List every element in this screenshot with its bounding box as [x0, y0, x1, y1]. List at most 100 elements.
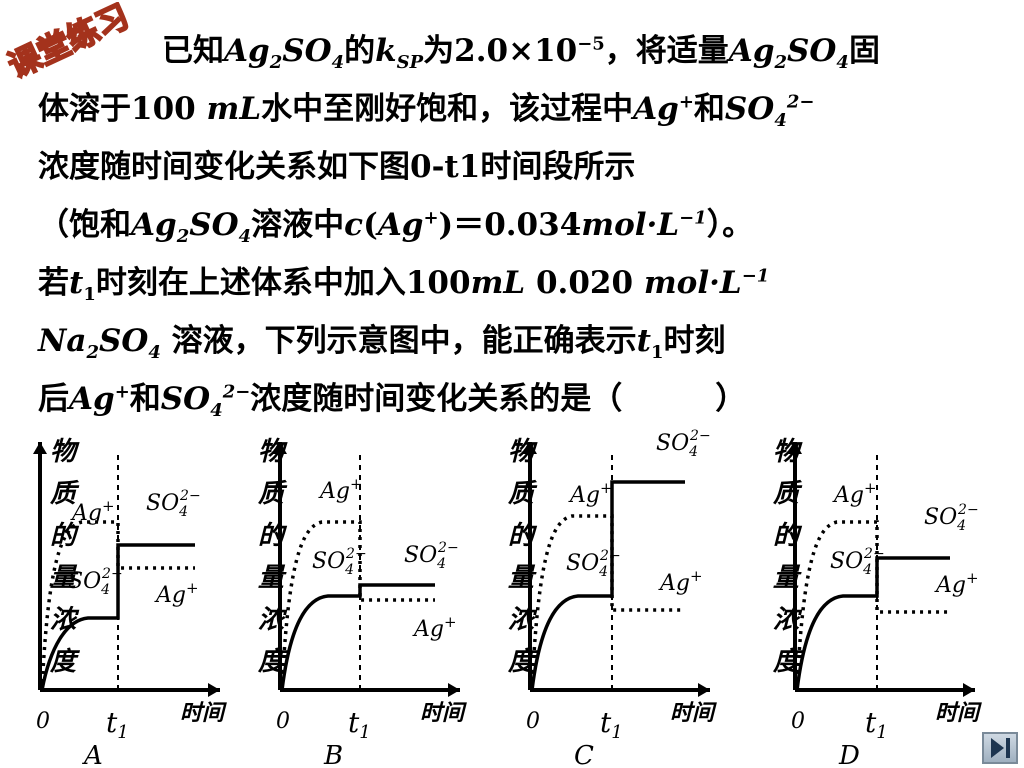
text: 若 — [38, 265, 69, 301]
ksp-k: k — [375, 33, 397, 69]
charge: + — [678, 91, 694, 113]
so4-concentration-curve — [280, 583, 435, 691]
option-letter: A — [82, 741, 103, 768]
text: ，将适量 — [604, 33, 729, 69]
text: ( — [363, 207, 378, 243]
text: ）。 — [706, 207, 754, 243]
formula-so: SO — [160, 381, 211, 417]
origin-label: 0 — [526, 709, 540, 734]
y-axis-char: 质 — [772, 479, 803, 509]
y-axis-char: 浓 — [508, 605, 538, 635]
option-letter: C — [574, 741, 594, 768]
ag-ion-label: Ag+ — [658, 567, 703, 596]
so4-concentration-curve — [40, 543, 195, 691]
t1-label: t1 — [106, 706, 129, 743]
ag-concentration-curve — [280, 520, 435, 691]
ag-ion-label: Ag+ — [832, 479, 877, 508]
so4-concentration-curve — [530, 480, 685, 691]
subscript: 2 — [269, 52, 283, 74]
formula-ag: Ag — [633, 91, 679, 127]
so4-ion-label: SO42− — [656, 428, 711, 460]
origin-label: 0 — [276, 709, 290, 734]
problem-line-2: 体溶于100 mL水中至刚好饱和，该过程中Ag+和SO42− — [38, 80, 988, 138]
text: 溶液，下列示意图中，能正确表示 — [160, 323, 637, 359]
formula-ag: Ag — [69, 381, 115, 417]
ag-ion-label: Ag+ — [318, 475, 363, 504]
x-axis-label: 时间 — [180, 700, 227, 726]
ag-concentration-curve — [530, 514, 685, 691]
unit-ml: mL — [470, 265, 526, 301]
subscript: 1 — [651, 342, 664, 364]
text: 后 — [38, 381, 69, 417]
y-axis-char: 的 — [258, 521, 288, 551]
charge: 2− — [222, 381, 251, 403]
exponent: −1 — [679, 207, 707, 229]
ag-concentration-curve — [40, 520, 195, 691]
exponent: −5 — [577, 33, 605, 55]
subscript: 2 — [774, 52, 788, 74]
y-axis-char: 浓 — [773, 605, 803, 635]
conc-c: c — [344, 207, 364, 243]
subscript: 2 — [86, 342, 99, 364]
formula-ag: Ag — [224, 33, 270, 69]
x-axis-label: 时间 — [935, 700, 982, 726]
subscript: 4 — [774, 110, 787, 132]
text: 和 — [693, 91, 725, 127]
unit-mol-l: mol·L — [643, 265, 742, 301]
formula-ag: Ag — [377, 207, 424, 243]
ksp-sub: SP — [396, 52, 424, 74]
text: 水中至刚好饱和，该过程中 — [261, 91, 634, 127]
exponent: −1 — [741, 265, 770, 287]
text: 时刻 — [663, 323, 726, 359]
time-t: t — [636, 323, 651, 359]
x-axis-label: 时间 — [420, 700, 467, 726]
ag-concentration-curve — [795, 520, 950, 691]
y-axis-char: 量 — [773, 563, 802, 593]
y-axis-char: 量 — [508, 563, 537, 593]
text-known: 已知 — [162, 33, 224, 69]
y-axis-char: 浓 — [258, 605, 288, 635]
ksp-value: 为2.0×10 — [423, 33, 578, 69]
y-axis-char: 质 — [507, 479, 538, 509]
t1-label: t1 — [600, 706, 623, 743]
charge: + — [423, 207, 439, 229]
so4-ion-label: SO42− — [924, 502, 979, 534]
t1-label: t1 — [348, 706, 371, 743]
text: 浓度随时间变化关系如下图0-t1时间段所示 — [38, 149, 636, 185]
formula-so: SO — [282, 33, 332, 69]
formula-ag: Ag — [131, 207, 177, 243]
lesson-badge: 课堂练习 — [4, 2, 134, 82]
formula-so: SO — [98, 323, 149, 359]
problem-line-7: 后Ag+和SO42−浓度随时间变化关系的是（ ） — [38, 370, 988, 428]
next-slide-button[interactable] — [982, 732, 1018, 764]
problem-line-3: 浓度随时间变化关系如下图0-t1时间段所示 — [38, 138, 988, 196]
problem-text: 已知Ag2SO4的kSP为2.0×10−5，将适量Ag2SO4固 体溶于100 … — [38, 22, 988, 428]
charge: + — [114, 381, 130, 403]
conc-value: 0.020 — [525, 265, 644, 301]
y-axis-char: 质 — [257, 479, 288, 509]
skip-forward-icon — [991, 738, 1010, 758]
so4-ion-label: SO42− — [146, 488, 201, 520]
ag-ion-label: Ag+ — [412, 613, 457, 642]
charge: 2− — [786, 91, 815, 113]
text: 溶液中 — [251, 207, 345, 243]
subscript: 4 — [210, 400, 223, 422]
unit-mol-l: mol·L — [581, 207, 680, 243]
subscript: 4 — [238, 226, 252, 248]
time-t: t — [69, 265, 84, 301]
so4-ion-label: SO42− — [68, 566, 123, 598]
text: 固 — [848, 33, 880, 69]
so4-ion-label: SO42− — [312, 546, 367, 578]
problem-line-1: 已知Ag2SO4的kSP为2.0×10−5，将适量Ag2SO4固 — [38, 22, 988, 80]
subscript: 4 — [148, 342, 161, 364]
ag-ion-label: Ag+ — [70, 497, 115, 526]
problem-line-4: （饱和Ag2SO4溶液中c(Ag+)＝0.034mol·L−1）。 — [38, 196, 988, 254]
ag-ion-label: Ag+ — [568, 479, 613, 508]
subscript: 1 — [83, 284, 96, 306]
subscript: 4 — [331, 52, 345, 74]
